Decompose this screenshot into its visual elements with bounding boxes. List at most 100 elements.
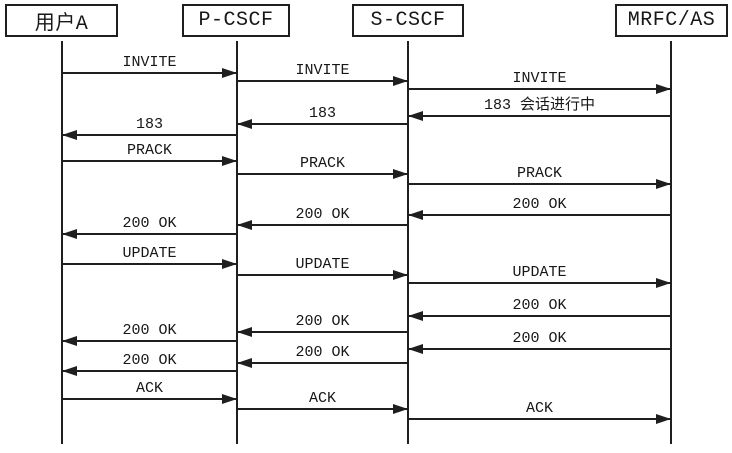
message-arrow: ACK <box>62 376 237 404</box>
message-arrow: UPDATE <box>408 260 671 288</box>
participant-box-mrfc-as: MRFC/AS <box>615 4 728 37</box>
message-line <box>408 348 671 350</box>
message-line <box>237 408 408 410</box>
message-label: 200 OK <box>122 321 177 339</box>
arrowhead-icon <box>237 220 252 230</box>
participant-label: MRFC/AS <box>627 9 716 32</box>
message-label: INVITE <box>512 69 567 87</box>
message-arrow: 183 <box>237 101 408 129</box>
message-arrow: 200 OK <box>62 211 237 239</box>
arrowhead-icon <box>393 76 408 86</box>
message-label: 200 OK <box>512 296 567 314</box>
message-label: UPDATE <box>295 255 350 273</box>
lifeline-mrfc-as <box>670 41 672 444</box>
message-arrow: UPDATE <box>62 241 237 269</box>
message-line <box>408 315 671 317</box>
arrowhead-icon <box>237 358 252 368</box>
message-line <box>408 418 671 420</box>
arrowhead-icon <box>222 68 237 78</box>
arrowhead-icon <box>656 84 671 94</box>
message-arrow: 200 OK <box>62 318 237 346</box>
arrowhead-icon <box>237 119 252 129</box>
message-label: PRACK <box>126 141 172 159</box>
message-arrow: UPDATE <box>237 252 408 280</box>
message-line <box>62 370 237 372</box>
message-line <box>408 214 671 216</box>
message-label: 200 OK <box>512 329 567 347</box>
arrowhead-icon <box>656 179 671 189</box>
message-line <box>62 398 237 400</box>
message-arrow: PRACK <box>62 138 237 166</box>
arrowhead-icon <box>408 111 423 121</box>
arrowhead-icon <box>393 169 408 179</box>
message-arrow: 200 OK <box>237 340 408 368</box>
message-arrow: 200 OK <box>408 326 671 354</box>
arrowhead-icon <box>408 210 423 220</box>
message-line <box>237 173 408 175</box>
arrowhead-icon <box>656 414 671 424</box>
message-line <box>237 362 408 364</box>
message-label: 200 OK <box>295 343 350 361</box>
message-arrow: 183 会话进行中 <box>408 93 671 121</box>
message-arrow: 200 OK <box>408 192 671 220</box>
message-line <box>62 263 237 265</box>
message-label: ACK <box>308 389 336 407</box>
message-label: ACK <box>525 399 553 417</box>
message-arrow: ACK <box>408 396 671 424</box>
message-label: ACK <box>135 379 163 397</box>
message-line <box>62 72 237 74</box>
arrowhead-icon <box>408 344 423 354</box>
arrowhead-icon <box>222 259 237 269</box>
participant-box-p-cscf: P-CSCF <box>182 4 290 37</box>
lifeline-s-cscf <box>407 41 409 444</box>
message-line <box>62 340 237 342</box>
message-line <box>62 134 237 136</box>
message-label: UPDATE <box>122 244 177 262</box>
arrowhead-icon <box>656 278 671 288</box>
arrowhead-icon <box>62 366 77 376</box>
arrowhead-icon <box>62 229 77 239</box>
message-label: 183 会话进行中 <box>483 96 595 114</box>
message-line <box>408 115 671 117</box>
message-label: 200 OK <box>295 312 350 330</box>
message-label: UPDATE <box>512 263 567 281</box>
arrowhead-icon <box>62 130 77 140</box>
arrowhead-icon <box>222 156 237 166</box>
message-arrow: ACK <box>237 386 408 414</box>
arrowhead-icon <box>237 327 252 337</box>
message-line <box>62 160 237 162</box>
message-label: 200 OK <box>512 195 567 213</box>
arrowhead-icon <box>408 311 423 321</box>
message-label: INVITE <box>122 53 177 71</box>
message-label: 183 <box>308 104 336 122</box>
message-arrow: 183 <box>62 112 237 140</box>
message-label: 183 <box>135 115 163 133</box>
message-line <box>237 123 408 125</box>
message-arrow: 200 OK <box>237 202 408 230</box>
message-line <box>62 233 237 235</box>
message-line <box>237 274 408 276</box>
message-line <box>408 282 671 284</box>
message-label: PRACK <box>299 154 345 172</box>
participant-box-user-a: 用户A <box>5 4 118 37</box>
message-line <box>237 224 408 226</box>
lifeline-user-a <box>61 41 63 444</box>
message-label: 200 OK <box>295 205 350 223</box>
message-arrow: 200 OK <box>62 348 237 376</box>
participant-box-s-cscf: S-CSCF <box>352 4 464 37</box>
message-arrow: 200 OK <box>408 293 671 321</box>
arrowhead-icon <box>222 394 237 404</box>
lifeline-p-cscf <box>236 41 238 444</box>
message-label: 200 OK <box>122 214 177 232</box>
message-label: INVITE <box>295 61 350 79</box>
arrowhead-icon <box>62 336 77 346</box>
message-arrow: INVITE <box>237 58 408 86</box>
message-line <box>237 80 408 82</box>
participant-label: 用户A <box>34 12 89 36</box>
message-arrow: PRACK <box>408 161 671 189</box>
message-label: PRACK <box>516 164 562 182</box>
message-line <box>408 88 671 90</box>
message-label: 200 OK <box>122 351 177 369</box>
message-line <box>237 331 408 333</box>
